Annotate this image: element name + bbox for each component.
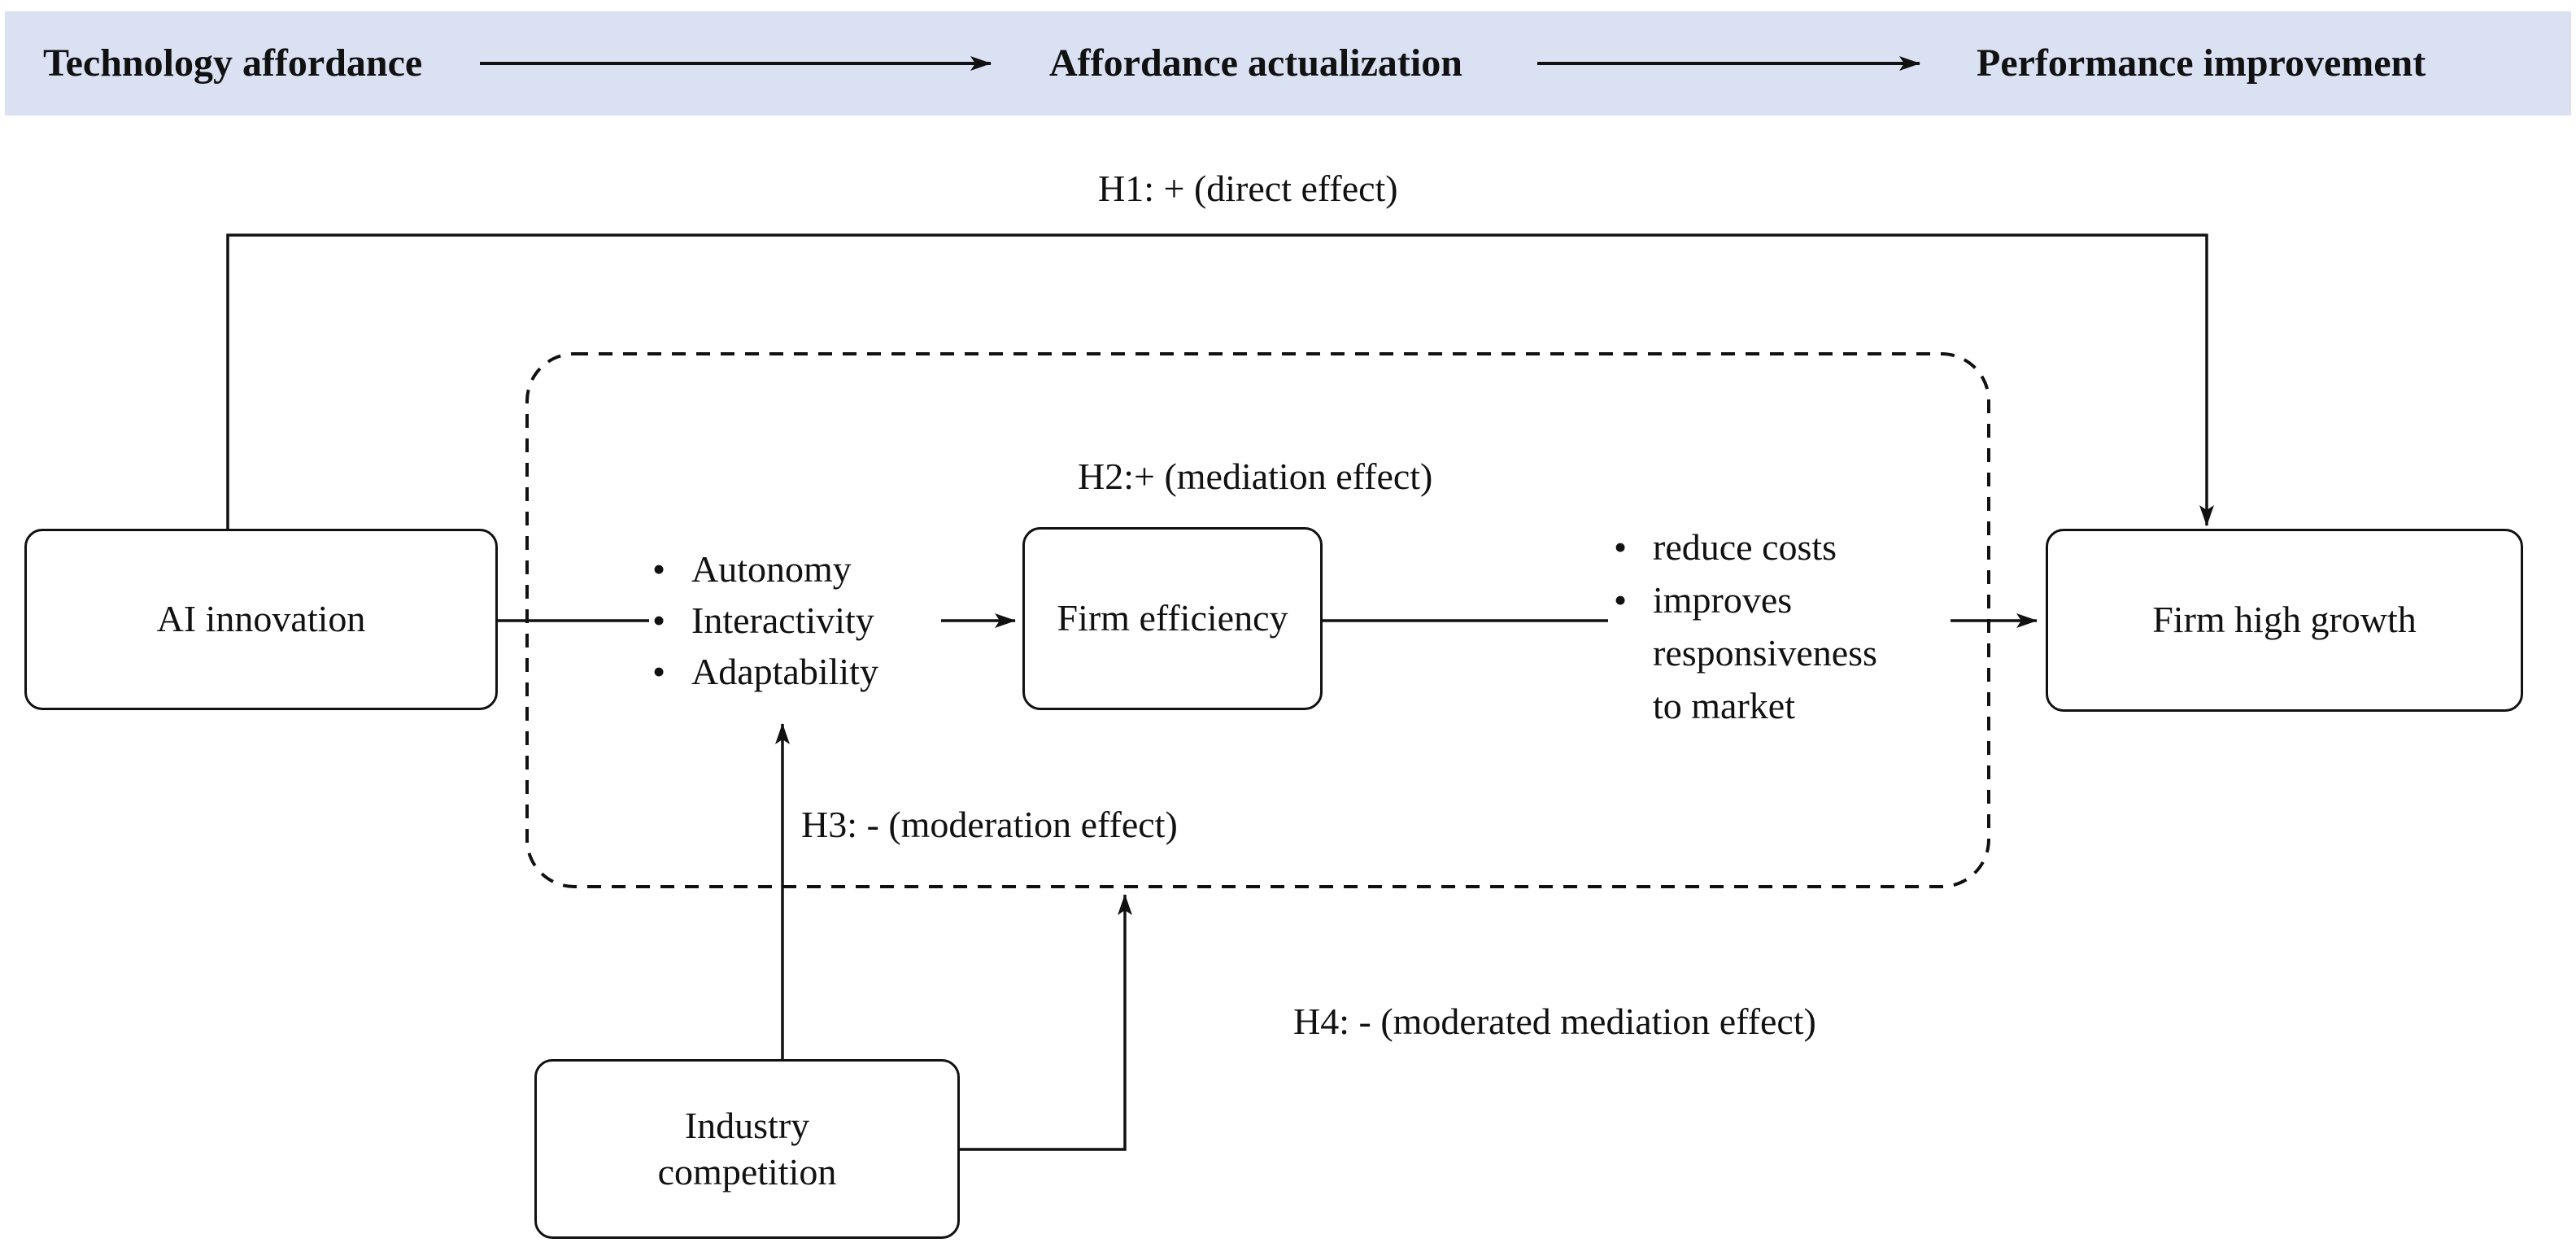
industry-competition-label-line2: competition bbox=[657, 1150, 837, 1192]
list-item: • improves bbox=[1614, 573, 1877, 626]
list-item: • reduce costs bbox=[1614, 521, 1877, 573]
industry-competition-box: Industry competition bbox=[534, 1059, 960, 1239]
h3-label: H3: - (moderation effect) bbox=[801, 804, 1178, 845]
firm-efficiency-box: Firm efficiency bbox=[1022, 527, 1323, 710]
affordance-process-banner: Technology affordance Affordance actuali… bbox=[5, 11, 2571, 116]
list-item: • to market bbox=[1614, 679, 1877, 732]
firm-efficiency-label: Firm efficiency bbox=[1057, 597, 1288, 639]
attribute-interactivity: Interactivity bbox=[691, 600, 874, 641]
h4-moderated-mediation-arrow bbox=[960, 894, 1132, 1151]
list-item: • Adaptability bbox=[652, 646, 878, 697]
banner-stage-performance-improvement: Performance improvement bbox=[1977, 41, 2426, 85]
h2-label: H2:+ (mediation effect) bbox=[1078, 456, 1433, 497]
firm-high-growth-label: Firm high growth bbox=[2152, 599, 2417, 641]
outcome-to-market: to market bbox=[1653, 685, 1795, 726]
firm-high-growth-box: Firm high growth bbox=[2046, 529, 2523, 712]
banner-stage-technology-affordance: Technology affordance bbox=[43, 41, 423, 85]
banner-stage-affordance-actualization: Affordance actualization bbox=[1049, 41, 1462, 85]
bullet-icon: • bbox=[652, 548, 666, 590]
efficiency-outcomes-list: • reduce costs • improves • responsivene… bbox=[1614, 521, 1877, 732]
list-item: • responsiveness bbox=[1614, 626, 1877, 679]
industry-competition-label-line1: Industry bbox=[684, 1105, 810, 1147]
bullet-icon: • bbox=[1614, 526, 1628, 568]
ai-innovation-box: AI innovation bbox=[24, 529, 498, 710]
attribute-autonomy: Autonomy bbox=[691, 548, 852, 590]
list-item: • Interactivity bbox=[652, 595, 878, 646]
attribute-adaptability: Adaptability bbox=[691, 651, 878, 692]
ai-innovation-label: AI innovation bbox=[156, 598, 366, 640]
outcome-responsiveness: responsiveness bbox=[1653, 632, 1877, 674]
outcome-improves: improves bbox=[1653, 579, 1793, 621]
outcome-reduce-costs: reduce costs bbox=[1653, 526, 1837, 568]
bullet-icon: • bbox=[652, 651, 666, 692]
list-item: • Autonomy bbox=[652, 543, 878, 595]
bullet-icon: • bbox=[652, 600, 666, 641]
ai-attributes-list: • Autonomy • Interactivity • Adaptabilit… bbox=[652, 543, 878, 697]
bullet-icon: • bbox=[1614, 579, 1628, 621]
h4-label: H4: - (moderated mediation effect) bbox=[1293, 1001, 1816, 1042]
h1-label: H1: + (direct effect) bbox=[1098, 168, 1398, 209]
